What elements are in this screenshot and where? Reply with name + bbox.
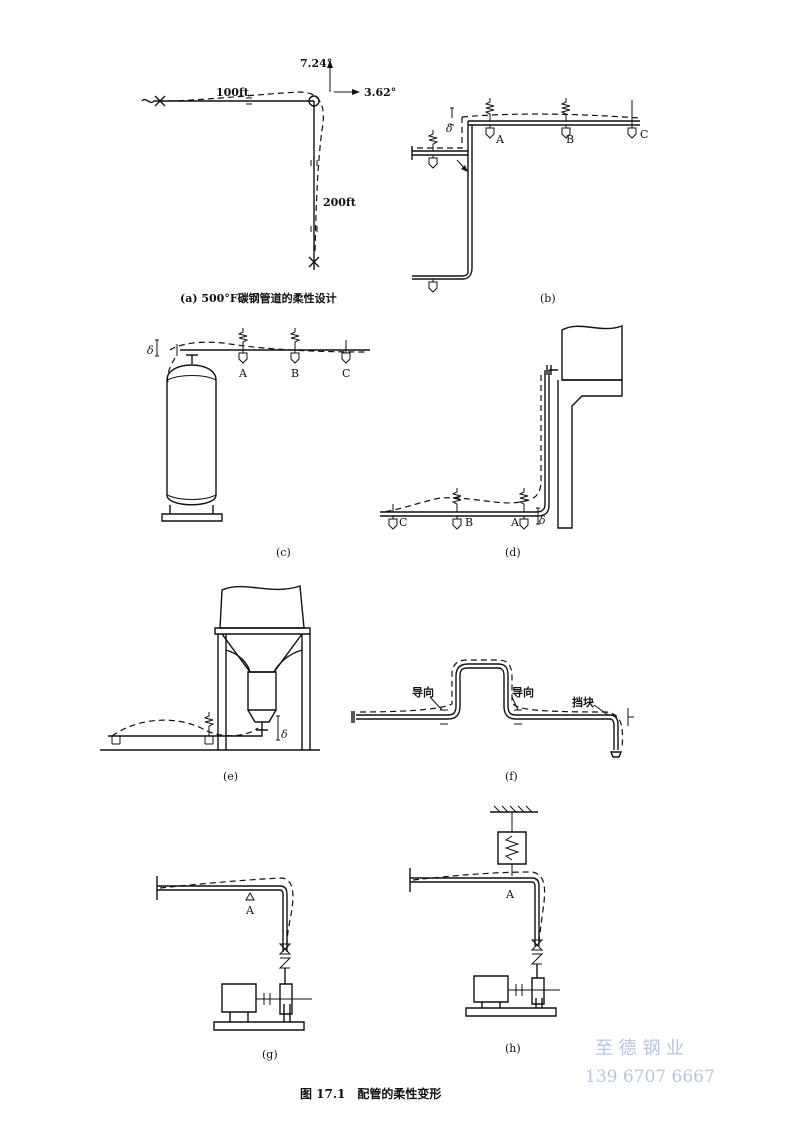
panel-f-guide-2: 导向 [512, 685, 534, 699]
panel-b-label-a: A [495, 133, 505, 146]
panel-d-caption: (d) [505, 546, 521, 559]
panel-c-label-b: B [291, 367, 299, 380]
panel-d: δ A B C (d) [380, 325, 623, 559]
panel-b-caption: (b) [540, 292, 556, 305]
panel-h-caption: (h) [505, 1042, 521, 1055]
watermark-name: 至 德 钢 业 [595, 1038, 684, 1059]
length-vertical-label: 200ft [323, 196, 357, 209]
panel-b: δ A B C (b) [411, 98, 648, 305]
panel-g-label-a: A [245, 904, 255, 917]
panel-c-label-a: A [238, 367, 248, 380]
panel-f-guide-1: 导向 [412, 685, 434, 699]
panel-f: 导向 导向 挡块 (f) [351, 659, 634, 783]
panel-f-stop: 挡块 [572, 695, 595, 709]
panel-d-label-c: C [399, 516, 407, 529]
panel-a: 7.24° 3.62° 100ft 200ft (a) 500°F碳钢管道的柔性… [141, 57, 396, 305]
panel-a-caption: (a) 500°F碳钢管道的柔性设计 [180, 291, 337, 305]
panel-h-label-a: A [505, 888, 515, 901]
rotation-top-label: 7.24° [300, 57, 332, 70]
panel-c-label-c: C [342, 367, 350, 380]
panel-d-label-b: B [465, 516, 473, 529]
panel-e: δ (e) [100, 585, 320, 783]
panel-b-label-b: B [566, 133, 574, 146]
panel-c-delta: δ [147, 344, 154, 357]
rotation-right-label: 3.62° [364, 86, 396, 99]
panel-b-label-c: C [640, 128, 648, 141]
panel-c: δ A B C (c) [147, 328, 370, 559]
figure-title: 图 17.1 配管的柔性变形 [300, 1086, 441, 1101]
panel-c-caption: (c) [276, 546, 291, 559]
length-horizontal-label: 100ft [216, 86, 250, 99]
panel-h: A (h) [409, 805, 560, 1055]
watermark-phone: 139 6707 6667 [585, 1067, 715, 1087]
panel-b-delta: δ [446, 122, 453, 135]
panel-f-caption: (f) [505, 770, 518, 783]
panel-d-label-a: A [510, 516, 520, 529]
panel-d-delta: δ [539, 514, 546, 527]
panel-g: A (g) [156, 876, 312, 1061]
panel-e-caption: (e) [223, 770, 238, 783]
panel-g-caption: (g) [262, 1048, 278, 1061]
panel-e-delta: δ [281, 728, 288, 741]
